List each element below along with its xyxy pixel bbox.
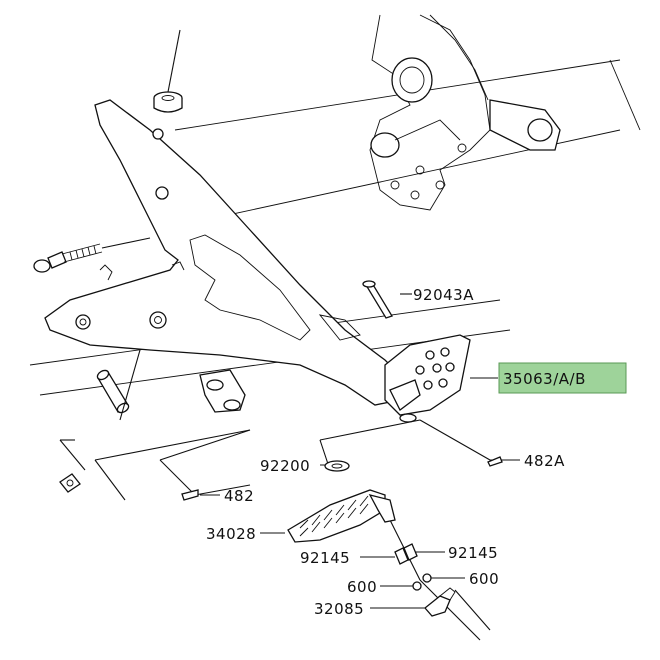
- bolt: [33, 237, 151, 273]
- pivot-pin: [362, 280, 412, 319]
- cotter-pin: [181, 489, 199, 501]
- pivot-collar: [96, 349, 141, 421]
- label-92200: 92200: [260, 457, 310, 475]
- label-92145-right: 92145: [448, 544, 498, 562]
- ball-left: [412, 581, 422, 591]
- cotter-pin-482a: [487, 456, 503, 467]
- label-32085: 32085: [314, 600, 364, 618]
- clip-left: [59, 473, 81, 493]
- spring-left: [394, 547, 409, 565]
- washer: [324, 460, 350, 472]
- detent-plate: [424, 587, 456, 617]
- rubber-grommet: [153, 29, 183, 113]
- footpeg: [287, 489, 396, 543]
- label-92043A: 92043A: [413, 286, 474, 304]
- leader-lines: [59, 377, 520, 641]
- label-92145-left: 92145: [300, 549, 350, 567]
- footrest-bracket: [44, 99, 406, 406]
- frame-casting: [369, 14, 561, 211]
- label-600-right: 600: [469, 570, 499, 588]
- ball-right: [422, 573, 432, 583]
- highlight-box: [498, 362, 627, 394]
- label-482A: 482A: [524, 452, 565, 470]
- step-plate: [384, 334, 471, 423]
- label-35063: 35063/A/B: [503, 370, 586, 388]
- label-34028: 34028: [206, 525, 256, 543]
- label-600-left: 600: [347, 578, 377, 596]
- spring-right: [403, 543, 418, 561]
- label-482: 482: [224, 487, 254, 505]
- step-mount: [199, 369, 246, 413]
